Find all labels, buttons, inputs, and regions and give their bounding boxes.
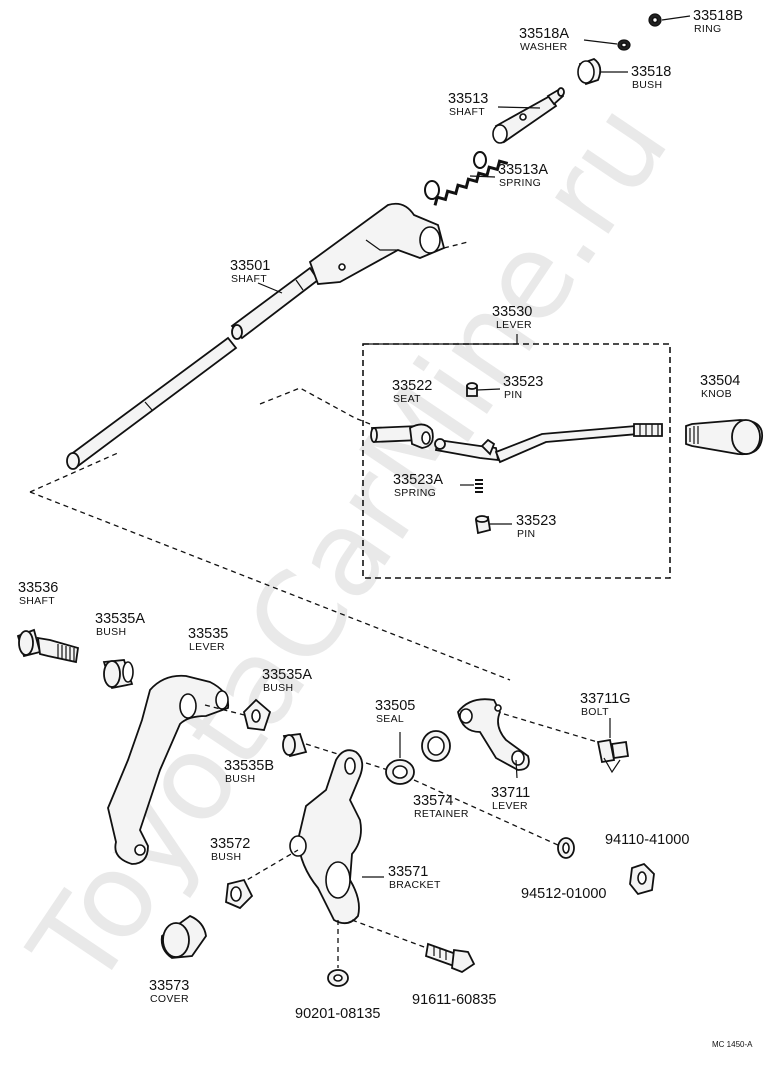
label-name-p33573: COVER [150, 993, 189, 1005]
bush-33535A-left-drawing[interactable] [102, 659, 134, 690]
label-name-p33535A1: BUSH [96, 626, 126, 638]
label-part-p94512: 94512-01000 [521, 886, 606, 902]
label-part-p33535A2: 33535A [262, 667, 312, 683]
label-part-p91611: 91611-60835 [412, 992, 496, 1008]
spring-33523A-drawing[interactable] [475, 479, 483, 493]
label-part-p33523b: 33523 [516, 513, 556, 529]
label-part-p33711: 33711 [491, 785, 530, 801]
bush-33535A-right-drawing[interactable] [282, 733, 308, 758]
label-name-p33523A: SPRING [394, 487, 436, 499]
label-part-p33522: 33522 [392, 378, 432, 394]
label-name-p33513A: SPRING [499, 177, 541, 189]
footer-reference: MC 1450-A [712, 1040, 753, 1049]
ring-33518B-drawing[interactable] [648, 13, 662, 27]
shaft-33501-drawing[interactable] [66, 202, 446, 470]
label-part-p33535A1: 33535A [95, 611, 145, 627]
label-part-p94110: 94110-41000 [605, 832, 689, 848]
bush-33572-drawing[interactable] [225, 878, 254, 910]
label-part-p33501: 33501 [230, 258, 270, 274]
label-name-p33518: BUSH [632, 79, 662, 91]
label-part-p33571: 33571 [388, 864, 428, 880]
label-name-p33535B: BUSH [225, 773, 255, 785]
label-name-p33572: BUSH [211, 851, 241, 863]
label-part-p33572: 33572 [210, 836, 250, 852]
label-part-p33523A: 33523A [393, 472, 443, 488]
label-name-p33505: SEAL [376, 713, 404, 725]
nut-94110-drawing[interactable] [629, 862, 655, 896]
lever-rod-drawing[interactable] [370, 423, 663, 464]
label-part-p33513A: 33513A [498, 162, 548, 178]
label-name-p33522: SEAT [393, 393, 421, 405]
label-name-p33571: BRACKET [389, 879, 441, 891]
pin-33523-lower-drawing[interactable] [474, 515, 492, 535]
seal-33505-drawing[interactable] [385, 759, 415, 785]
bush-33518-drawing[interactable] [577, 57, 602, 86]
shaft-33536-drawing[interactable] [16, 628, 80, 664]
label-name-p33513: SHAFT [449, 106, 485, 118]
label-part-p33535B: 33535B [224, 758, 274, 774]
label-part-p90201: 90201-08135 [295, 1006, 380, 1022]
label-part-33530: 33530 [492, 304, 532, 320]
label-name-p33523b: PIN [517, 528, 535, 540]
lever-33535-drawing[interactable] [107, 674, 230, 865]
lever-33711-drawing[interactable] [457, 698, 530, 771]
pin-33523-upper-drawing[interactable] [466, 382, 478, 397]
label-name-p33711: LEVER [492, 800, 528, 812]
spring-33513A-drawing[interactable] [424, 151, 509, 206]
label-name-p33535: LEVER [189, 641, 225, 653]
label-part-p33523a: 33523 [503, 374, 543, 390]
label-name-p33518B: RING [694, 23, 721, 35]
bracket-33571-drawing[interactable] [289, 749, 364, 925]
shaft-33513-drawing[interactable] [492, 87, 565, 144]
label-name-p33501: SHAFT [231, 273, 267, 285]
label-part-p33513: 33513 [448, 91, 488, 107]
label-part-p33518B: 33518B [693, 8, 743, 24]
label-part-p33535: 33535 [188, 626, 228, 642]
washer-90201-drawing[interactable] [327, 969, 349, 987]
bolt-33711G-drawing[interactable] [596, 738, 630, 774]
label-part-p33518: 33518 [631, 64, 671, 80]
label-name-p33535A2: BUSH [263, 682, 293, 694]
label-part-p33505: 33505 [375, 698, 415, 714]
label-name-p33504: KNOB [701, 388, 732, 400]
label-name-33530: LEVER [496, 319, 532, 331]
knob-33504-drawing[interactable] [685, 419, 763, 456]
retainer-33574-drawing[interactable] [421, 730, 451, 762]
washer-33518A-drawing[interactable] [617, 39, 631, 51]
bush-33535B-drawing[interactable] [243, 698, 272, 731]
label-name-p33518A: WASHER [520, 41, 568, 53]
label-name-p33711G: BOLT [581, 706, 609, 718]
label-name-p33536: SHAFT [19, 595, 55, 607]
label-name-p33574: RETAINER [414, 808, 469, 820]
label-name-p33523a: PIN [504, 389, 522, 401]
label-part-p33504: 33504 [700, 373, 740, 389]
bolt-91611-drawing[interactable] [424, 942, 476, 974]
label-part-p33711G: 33711G [580, 691, 631, 707]
label-part-p33573: 33573 [149, 978, 189, 994]
label-part-p33536: 33536 [18, 580, 58, 596]
cover-33573-drawing[interactable] [160, 914, 207, 959]
washer-94512-drawing[interactable] [557, 837, 575, 859]
label-part-p33574: 33574 [413, 793, 453, 809]
label-part-p33518A: 33518A [519, 26, 569, 42]
